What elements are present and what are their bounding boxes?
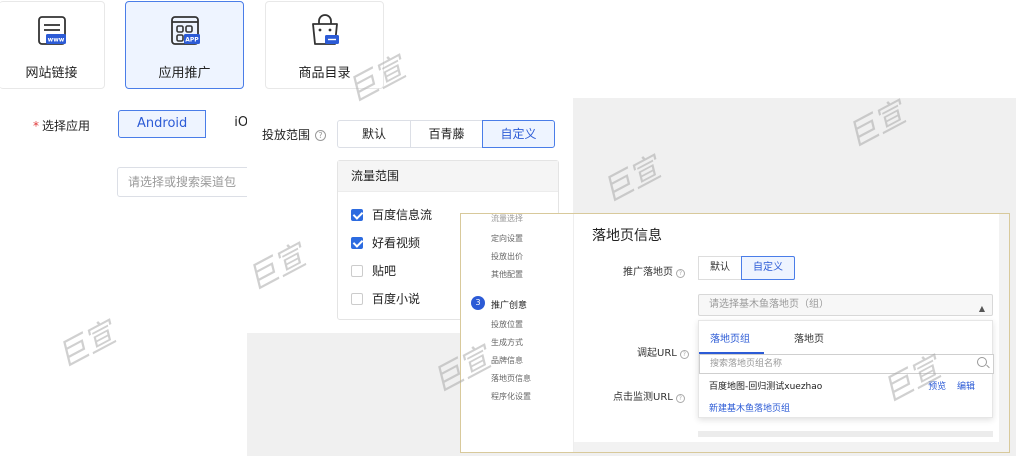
step-item[interactable]: 投放出价 — [491, 252, 523, 261]
sub-step-item[interactable]: 落地页信息 — [491, 374, 531, 383]
step-item[interactable]: 其他配置 — [491, 270, 523, 279]
sub-step-item[interactable]: 程序化设置 — [491, 392, 531, 401]
os-selector: Android iOS — [118, 110, 269, 138]
flow-item-baidu-novel[interactable]: 百度小说 — [351, 291, 420, 307]
type-card-label: 网站链接 — [25, 66, 78, 81]
list-item-actions: 预览 编辑 — [928, 379, 975, 392]
flow-item-label: 贴吧 — [372, 264, 397, 278]
deeplink-url-label: 调起URL? — [637, 344, 689, 359]
landing-page-overlay: 流量选择 定向设置 投放出价 其他配置 3 推广创意 投放位置 生成方式 品牌信… — [460, 213, 1010, 453]
landing-page-dropdown: 落地页组 落地页 搜索落地页组名称 百度地图-回归测试xuezhao 预览 编辑… — [698, 320, 994, 418]
active-tab-indicator — [699, 352, 764, 354]
edit-link[interactable]: 编辑 — [956, 382, 975, 392]
flow-range-title: 流量范围 — [338, 161, 558, 192]
watermark: 巨宣 — [51, 315, 122, 375]
sub-step-item[interactable]: 品牌信息 — [491, 356, 523, 365]
select-app-label: *选择应用 — [33, 117, 90, 134]
landing-option-custom[interactable]: 自定义 — [741, 256, 795, 280]
create-landing-group-link[interactable]: 新建基木鱼落地页组 — [709, 404, 791, 414]
flow-item-label: 百度小说 — [372, 292, 421, 306]
type-card-website-link[interactable]: www 网站链接 — [0, 1, 105, 89]
svg-text:www: www — [47, 37, 64, 44]
divider — [573, 214, 574, 452]
search-icon — [977, 357, 987, 367]
required-mark: * — [33, 119, 39, 133]
landing-page-selector: 默认 自定义 — [698, 256, 795, 280]
range-option-default[interactable]: 默认 — [337, 120, 411, 148]
click-monitor-url-input[interactable] — [698, 431, 993, 437]
help-icon[interactable]: ? — [679, 350, 689, 359]
placement-range-label: 投放范围? — [262, 126, 327, 143]
flow-item-label: 好看视频 — [372, 236, 421, 250]
current-step-number: 3 — [471, 296, 485, 310]
flow-item-tieba[interactable]: 贴吧 — [351, 263, 396, 279]
type-card-product-catalog[interactable]: 商品目录 — [265, 1, 384, 89]
chevron-up-icon: ▲ — [978, 304, 985, 313]
click-monitor-url-label-text: 点击监测URL — [613, 392, 673, 403]
svg-text:APP: APP — [185, 37, 199, 44]
landing-page-select[interactable]: 请选择基木鱼落地页（组） ▲ — [698, 294, 993, 316]
landing-info-title: 落地页信息 — [592, 228, 662, 244]
checkbox-checked[interactable] — [351, 209, 363, 221]
range-option-custom[interactable]: 自定义 — [482, 120, 555, 148]
app-promotion-icon: APP — [170, 16, 200, 45]
product-catalog-icon — [311, 14, 339, 45]
preview-link[interactable]: 预览 — [928, 382, 947, 392]
type-card-label: 商品目录 — [298, 66, 351, 81]
step-navigation: 流量选择 定向设置 投放出价 其他配置 3 推广创意 投放位置 生成方式 品牌信… — [461, 214, 573, 452]
type-card-label: 应用推广 — [158, 66, 211, 81]
sub-step-item[interactable]: 投放位置 — [491, 320, 523, 329]
help-icon[interactable]: ? — [676, 269, 685, 278]
range-option-baiqingteng[interactable]: 百青藤 — [410, 120, 483, 148]
step-item[interactable]: 流量选择 — [491, 214, 523, 223]
checkbox-unchecked[interactable] — [351, 293, 363, 305]
step-item[interactable]: 定向设置 — [491, 234, 523, 243]
checkbox-checked[interactable] — [351, 237, 363, 249]
flow-item-baidu-feed[interactable]: 百度信息流 — [351, 207, 432, 223]
list-item-label: 百度地图-回归测试xuezhao — [709, 382, 823, 392]
landing-page-label-text: 推广落地页 — [623, 267, 673, 278]
click-monitor-url-label: 点击监测URL? — [613, 388, 685, 403]
placement-range-selector: 默认 百青藤 自定义 — [337, 120, 555, 148]
flow-item-label: 百度信息流 — [372, 208, 433, 222]
checkbox-unchecked[interactable] — [351, 265, 363, 277]
help-icon[interactable]: ? — [675, 394, 685, 403]
landing-page-select-placeholder: 请选择基木鱼落地页（组） — [709, 299, 829, 310]
channel-package-select[interactable]: 请选择或搜索渠道包 — [117, 167, 257, 197]
dropdown-tab-landing-group[interactable]: 落地页组 — [710, 334, 750, 345]
select-app-label-text: 选择应用 — [42, 119, 91, 133]
sub-step-item[interactable]: 生成方式 — [491, 338, 523, 347]
website-link-icon: www — [37, 16, 66, 45]
current-step[interactable]: 推广创意 — [491, 301, 528, 311]
dropdown-tab-landing-page[interactable]: 落地页 — [794, 334, 824, 345]
os-option-android[interactable]: Android — [118, 110, 207, 138]
search-placeholder: 搜索落地页组名称 — [710, 359, 783, 369]
placement-range-label-text: 投放范围 — [262, 128, 311, 142]
landing-page-label: 推广落地页? — [623, 263, 685, 278]
landing-group-search-input[interactable]: 搜索落地页组名称 — [699, 354, 994, 374]
type-card-app-promotion[interactable]: APP 应用推广 — [125, 1, 244, 89]
deeplink-url-label-text: 调起URL — [637, 348, 677, 359]
flow-item-haokan-video[interactable]: 好看视频 — [351, 235, 420, 251]
help-icon[interactable]: ? — [315, 130, 327, 141]
list-item[interactable]: 百度地图-回归测试xuezhao 预览 编辑 — [709, 379, 985, 392]
landing-option-default[interactable]: 默认 — [698, 256, 742, 280]
